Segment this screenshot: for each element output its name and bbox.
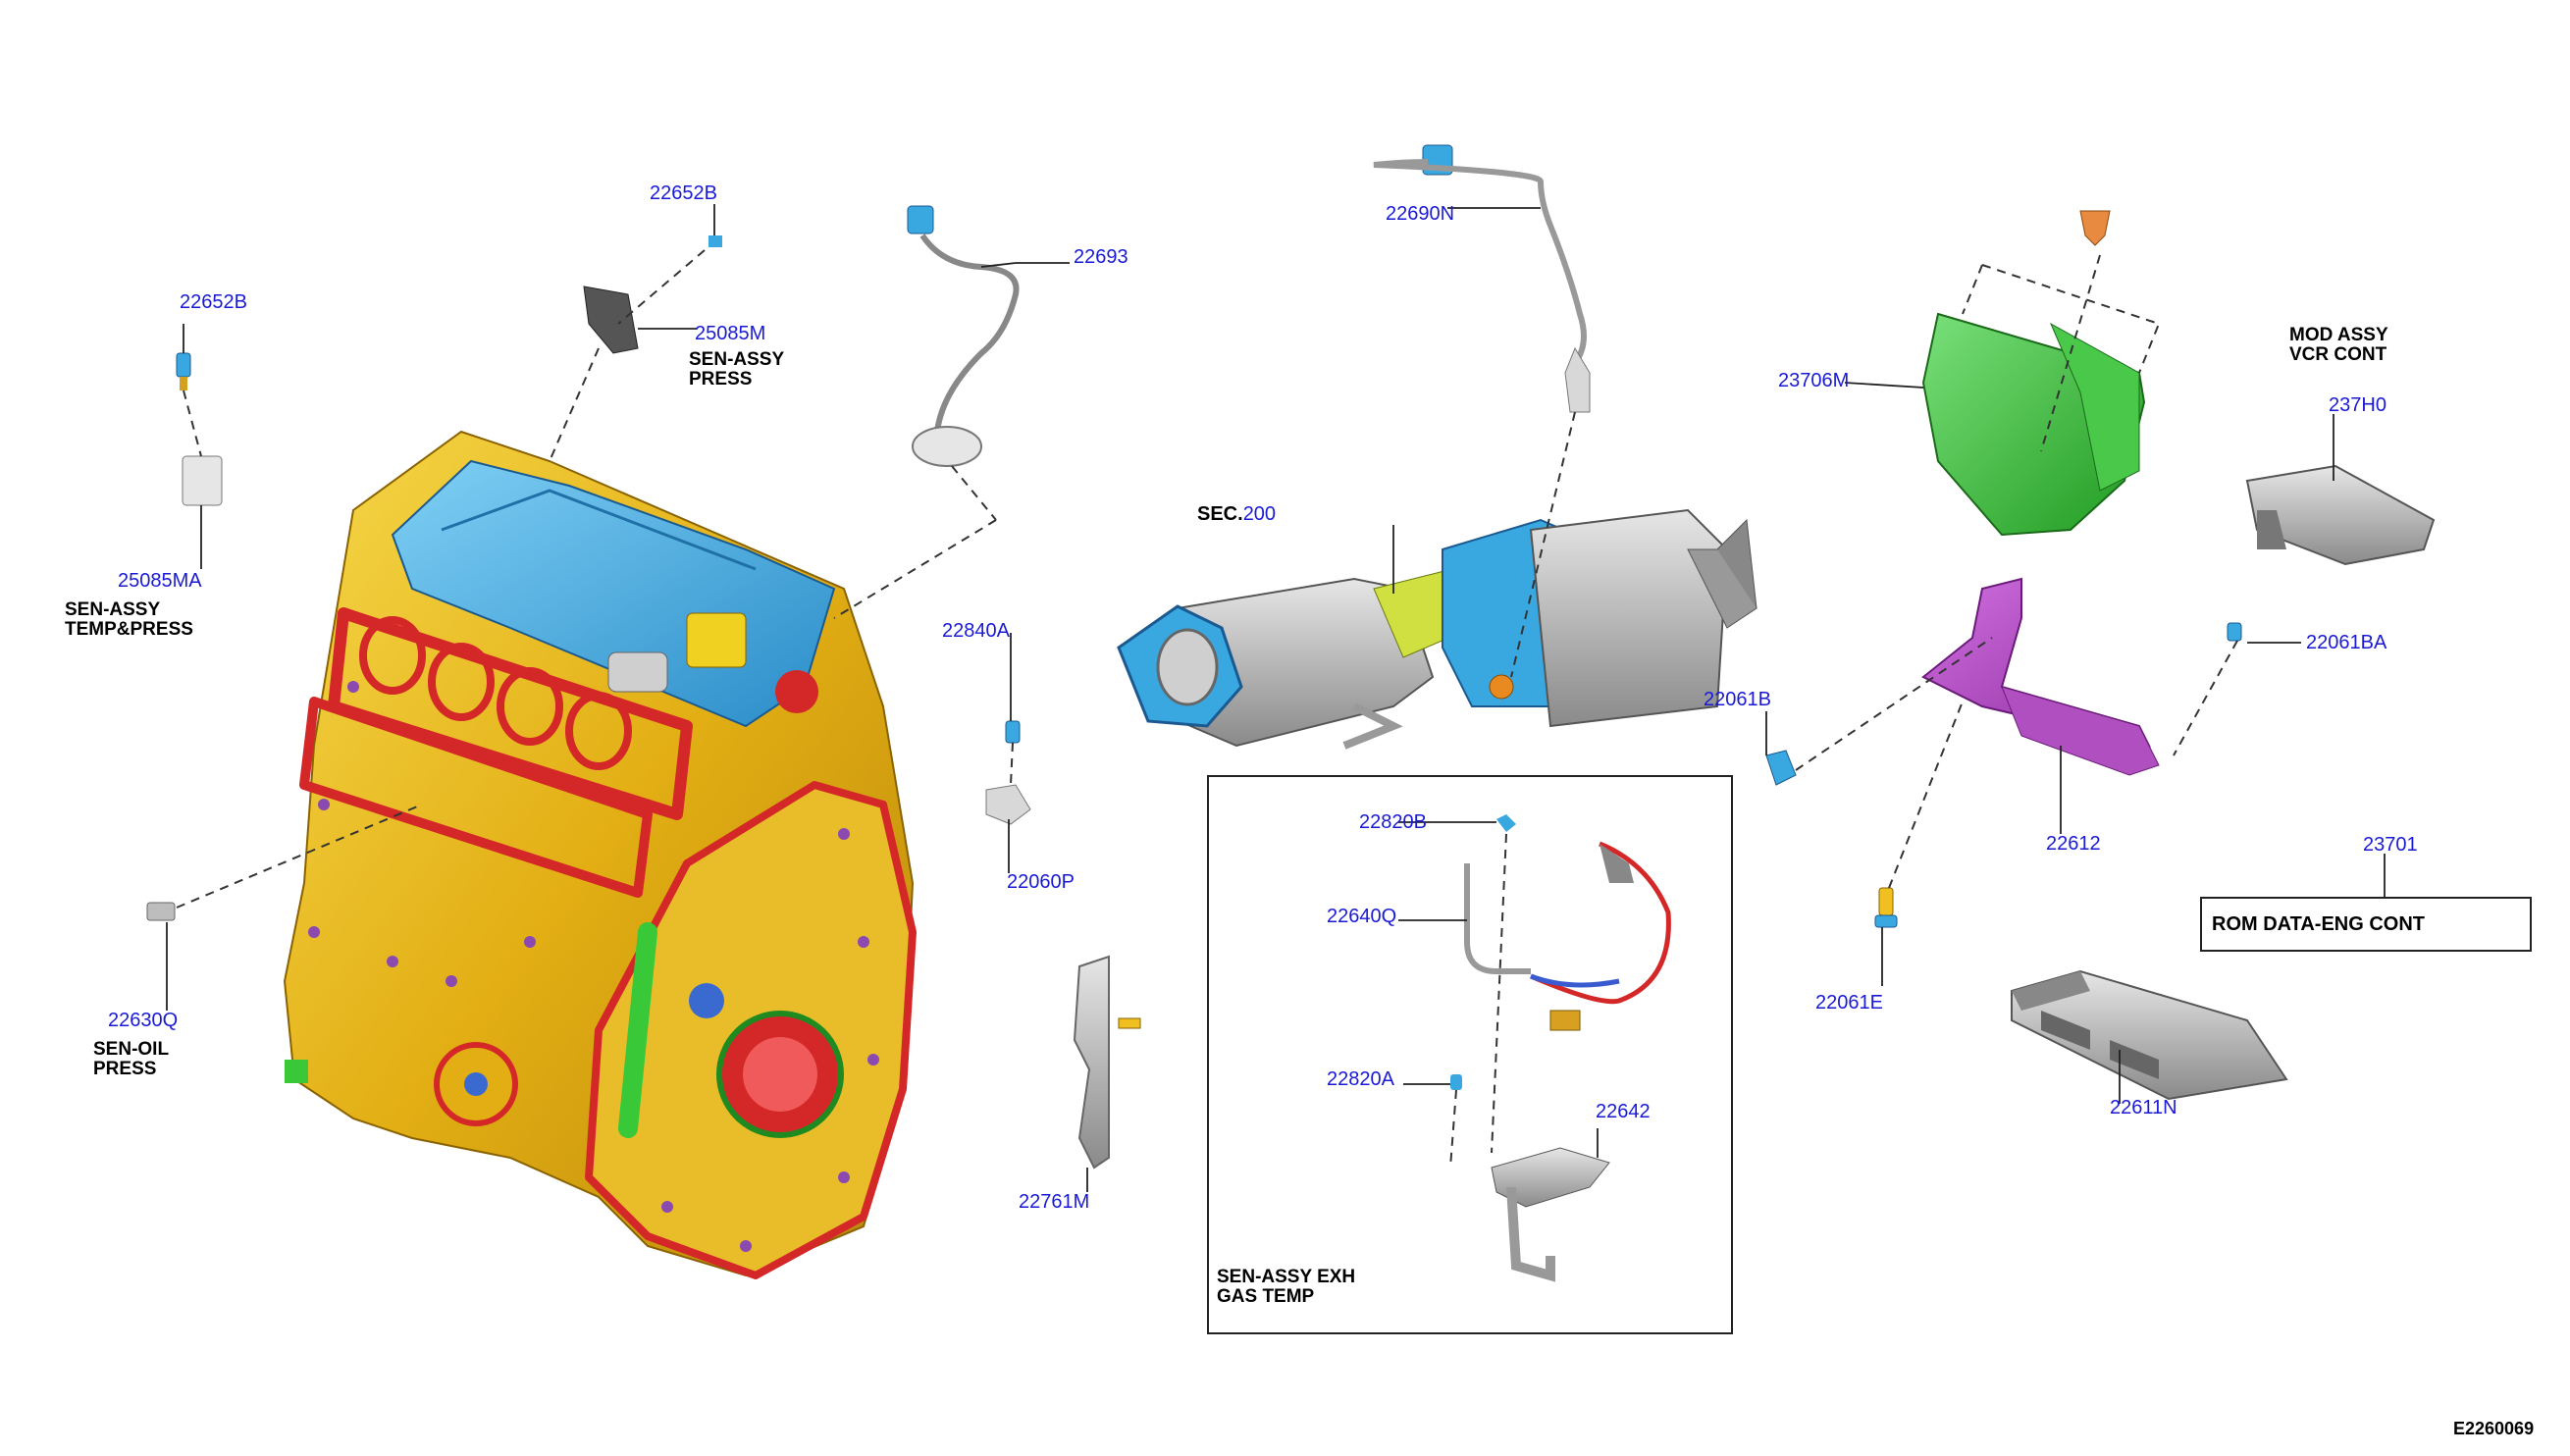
part-number-22060P[interactable]: 22060P (1007, 871, 1075, 893)
part-number-22061B[interactable]: 22061B (1704, 689, 1771, 710)
part-number-22761M[interactable]: 22761M (1019, 1191, 1090, 1213)
bracket-22612 (1921, 577, 2160, 776)
part-number-237H0[interactable]: 237H0 (2329, 394, 2386, 416)
engine-assembly (283, 430, 917, 1279)
catalytic-converter (1117, 508, 1757, 750)
diagram-code: E2260069 (2453, 1419, 2535, 1438)
part-number-22693[interactable]: 22693 (1074, 246, 1128, 268)
oxygen-sensor-22690N (1373, 144, 1591, 413)
exh-gas-temp-sensor (1450, 814, 1671, 1282)
part-number-22611N[interactable]: 22611N (2110, 1097, 2177, 1118)
part-number-22820A[interactable]: 22820A (1327, 1068, 1394, 1090)
assembly-dashed-lines (176, 249, 2238, 1169)
oxygen-sensor-22693 (907, 205, 1020, 467)
part-number-22652B-top[interactable]: 22652B (650, 182, 717, 204)
part-number-22061BA[interactable]: 22061BA (2306, 632, 2387, 653)
ecm-22611N (2011, 969, 2288, 1101)
part-number-22612[interactable]: 22612 (2046, 833, 2101, 855)
rom-data-eng-cont-label: ROM DATA-ENG CONT (2212, 912, 2426, 935)
callout-lines (166, 204, 2386, 1192)
vcr-module-237H0 (2245, 464, 2436, 566)
part-number-22840A[interactable]: 22840A (942, 620, 1010, 642)
part-number-22061E[interactable]: 22061E (1815, 992, 1883, 1014)
part-number-25085MA[interactable]: 25085MA (118, 570, 202, 592)
part-number-22690N[interactable]: 22690N (1386, 203, 1455, 225)
part-number-23701[interactable]: 23701 (2363, 834, 2418, 856)
part-number-22820B[interactable]: 22820B (1359, 811, 1427, 833)
exh-gas-temp-group-box (1207, 775, 1733, 1334)
fasteners-22612 (1765, 622, 2242, 928)
section-reference[interactable]: SEC.200 (1197, 503, 1277, 525)
part-number-22630Q[interactable]: 22630Q (108, 1010, 179, 1031)
part-number-22642[interactable]: 22642 (1596, 1101, 1651, 1122)
cover-23706M (1921, 210, 2146, 537)
part-number-23706M[interactable]: 23706M (1778, 370, 1850, 391)
part-number-25085M[interactable]: 25085M (695, 323, 766, 344)
rom-data-eng-cont-box[interactable]: ROM DATA-ENG CONT (2200, 897, 2532, 952)
part-number-22640Q[interactable]: 22640Q (1327, 906, 1397, 927)
bracket-22761M (1073, 955, 1110, 1170)
part-number-22652B-left[interactable]: 22652B (180, 291, 247, 313)
